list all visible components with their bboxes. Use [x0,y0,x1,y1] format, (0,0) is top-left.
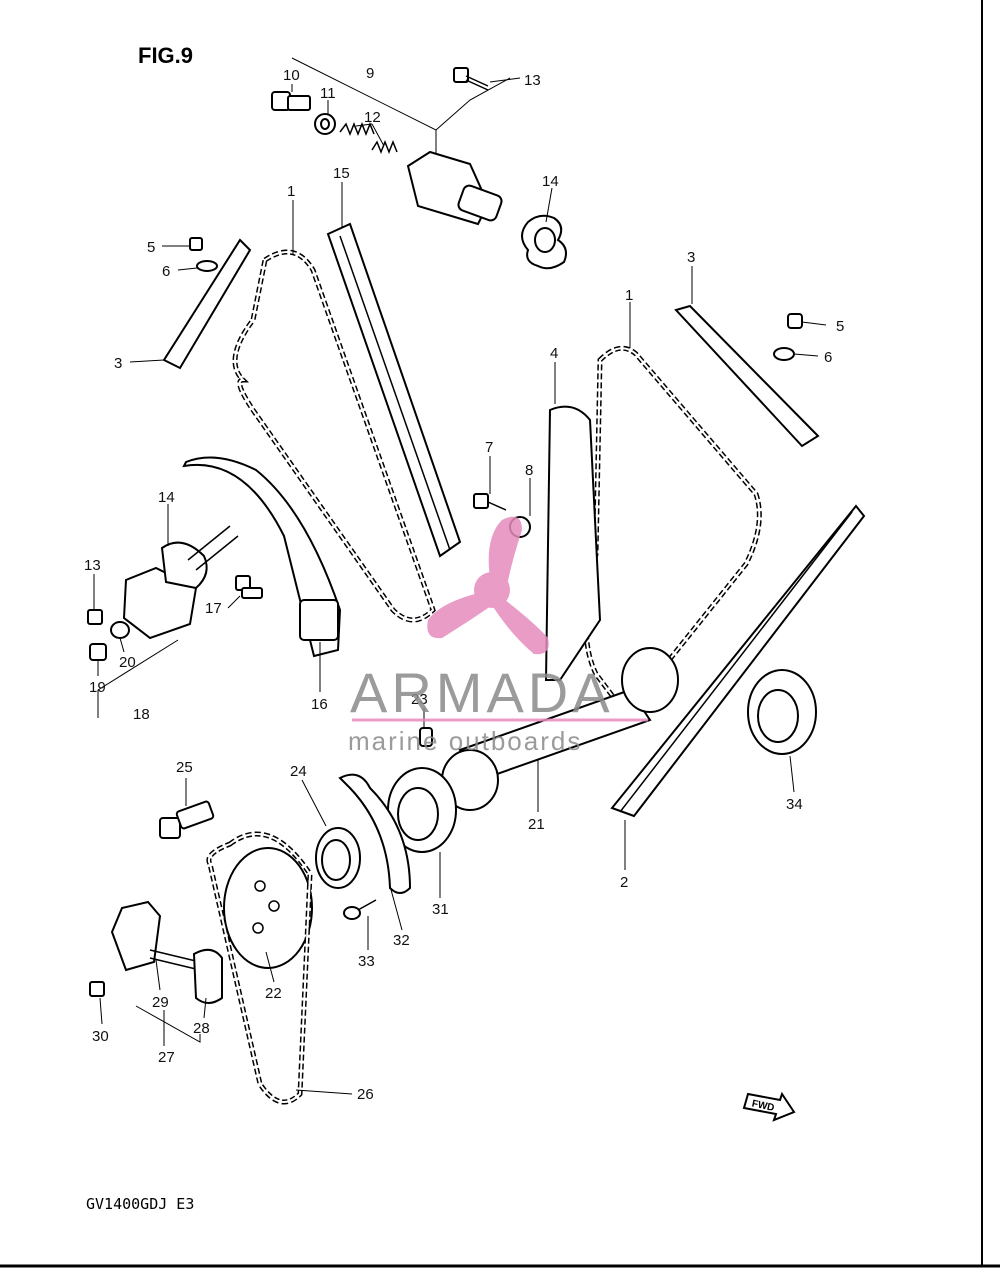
callout-label: 19 [89,679,106,696]
model-code: GV1400GDJ E3 [86,1195,194,1213]
callout-label: 5 [147,239,155,256]
spacer-24 [315,827,361,889]
chain-tensioner-16 [182,456,342,658]
chain-guide-4 [544,405,602,681]
chain-guide-15 [326,222,462,558]
callout-label: 34 [786,796,803,813]
retainer-plate-32 [338,773,412,894]
callout-label: 18 [133,706,150,723]
callout-label: 1 [625,287,633,304]
callout-label: 14 [542,173,559,190]
chain-guide-front-top [674,304,820,448]
dowel-pin-23 [419,727,433,747]
bearing-34 [747,669,817,755]
callout-label: 17 [205,600,222,617]
callout-label: 33 [358,953,375,970]
callout-label: 22 [265,985,282,1002]
callout-labels: 1 1 2 3 3 4 5 5 6 6 7 8 9 10 11 12 13 13… [84,65,844,1103]
screw-33 [343,899,377,920]
callout-label: 14 [158,489,175,506]
figure-title: FIG.9 [138,43,193,68]
callout-label: 30 [92,1028,109,1045]
chain-guide-2 [610,504,866,818]
callout-label: 27 [158,1049,175,1066]
callout-label: 6 [824,349,832,366]
callout-label: 13 [524,72,541,89]
watermark-tagline: marine outboards [348,726,582,756]
tensioner-adjuster-rear [87,525,239,718]
callout-label: 23 [411,691,428,708]
callout-label: 10 [283,67,300,84]
propeller-logo-icon [427,516,549,655]
tensioner-27 [89,900,223,1043]
callout-label: 3 [114,355,122,372]
bolt-25 [159,800,215,839]
callout-label: 3 [687,249,695,266]
callout-label: 28 [193,1020,210,1037]
watermark-brand: ARMADA [350,661,614,724]
callout-label: 32 [393,932,410,949]
callout-label: 25 [176,759,193,776]
callout-label: 6 [162,263,170,280]
idler-shaft-21 [441,647,679,811]
watermark: ARMADA marine outboards [348,516,648,756]
callout-label: 26 [357,1086,374,1103]
fwd-arrow: FWD [742,1091,796,1122]
callout-label: 16 [311,696,328,713]
bearing-31 [387,767,457,853]
fwd-arrow-label: FWD [751,1098,776,1113]
cam-chain-rear [232,249,436,623]
callout-label: 12 [364,109,381,126]
callout-label: 2 [620,874,628,891]
callout-label: 21 [528,816,545,833]
callout-label: 1 [287,183,295,200]
gasket-top [521,214,567,270]
bolt-washer-right [773,313,803,361]
callout-label: 11 [320,85,336,102]
chain-guide-rear-top [162,238,252,370]
callout-label: 31 [432,901,449,918]
sprocket-22 [223,847,313,969]
callout-label: 20 [119,654,136,671]
tensioner-adjuster-top [271,57,511,226]
callout-label: 29 [152,994,169,1011]
callout-label: 5 [836,318,844,335]
callout-label: 4 [550,345,558,362]
callout-label: 24 [290,763,307,780]
callout-label: 13 [84,557,101,574]
cam-chain-26 [206,831,313,1105]
callout-label: 8 [525,462,533,479]
callout-label: 9 [366,65,374,82]
callout-leaders [93,77,827,1095]
bolt-washer-left [189,237,218,272]
callout-label: 7 [485,439,493,456]
callout-label: 15 [333,165,350,182]
bolt-17 [235,575,263,599]
